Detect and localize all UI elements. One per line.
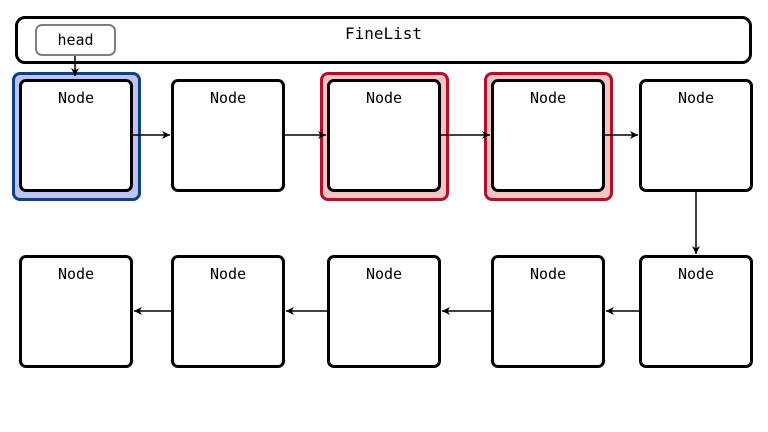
node-4: Node (491, 79, 605, 192)
container-title: FineList (344, 24, 423, 43)
finelist-container: FineList (15, 16, 752, 64)
head-pointer-box: head (35, 24, 116, 56)
node-label: Node (57, 265, 95, 283)
node-label: Node (365, 89, 403, 107)
node-label: Node (677, 89, 715, 107)
node-5: Node (639, 79, 753, 192)
node-label: Node (57, 89, 95, 107)
node-9: Node (171, 255, 285, 368)
node-2: Node (171, 79, 285, 192)
node-label: Node (677, 265, 715, 283)
node-label: Node (365, 265, 403, 283)
node-label: Node (209, 265, 247, 283)
node-7: Node (491, 255, 605, 368)
node-6: Node (639, 255, 753, 368)
node-8: Node (327, 255, 441, 368)
node-3: Node (327, 79, 441, 192)
node-label: Node (529, 265, 567, 283)
node-10: Node (19, 255, 133, 368)
node-1: Node (19, 79, 133, 192)
node-label: Node (209, 89, 247, 107)
node-label: Node (529, 89, 567, 107)
